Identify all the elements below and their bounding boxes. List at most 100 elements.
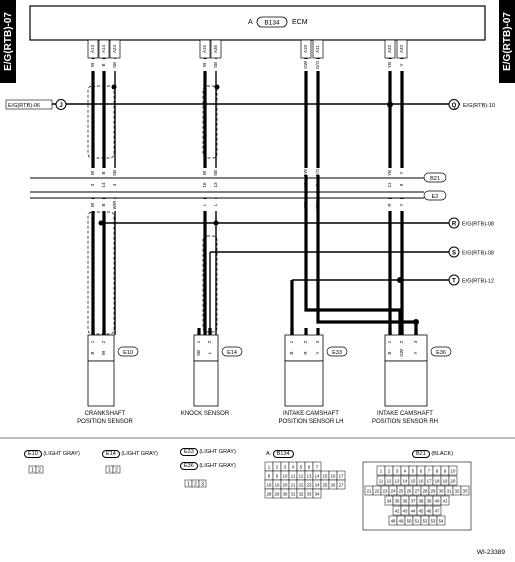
wire-color-label: GW xyxy=(303,60,308,69)
sensor-pin-number: 1 xyxy=(196,340,201,343)
sensor-body xyxy=(87,360,115,407)
ref-t-marker: T xyxy=(452,279,456,285)
wire-color-label: L xyxy=(202,203,207,206)
b134-pin-number: 24 xyxy=(315,483,320,488)
b134-pin-number: 22 xyxy=(299,483,304,488)
connector-pin-label: 3 xyxy=(90,183,95,186)
b134-pin-number: 14 xyxy=(315,474,320,479)
sensor-wire-label: L xyxy=(207,351,212,354)
sensor-pin-number: 1 xyxy=(90,340,95,343)
sensor-name-intake-rh: INTAKE CAMSHAFT POSITION SENSOR RH xyxy=(371,411,438,425)
b134-pin-number: 5 xyxy=(300,465,303,470)
b21-pin-number: 31 xyxy=(447,489,452,494)
b21-pin-number: 53 xyxy=(431,519,436,524)
b21-pin-number: 1 xyxy=(380,469,383,474)
legend-b21-conn: B21 xyxy=(412,450,430,458)
wire-color-label: L xyxy=(213,203,218,206)
legend-pin-number: 1 xyxy=(108,468,111,474)
b21-pin-number: 14 xyxy=(403,479,408,484)
b21-pin-number: 45 xyxy=(419,509,424,514)
b21-pin-number: 41 xyxy=(443,499,448,504)
b21-pin-number: 24 xyxy=(391,489,396,494)
sensor-body xyxy=(284,360,324,407)
wire-color-label: W/R xyxy=(112,200,117,209)
sensor-wire-label: W xyxy=(101,350,106,355)
b21-pin-number: 38 xyxy=(419,499,424,504)
sensor-wire-label: Y xyxy=(413,351,418,354)
legend-e33: E33 (LIGHT GRAY) xyxy=(180,448,236,456)
ecm-pin-label: A10 xyxy=(303,45,308,54)
legend-e14-conn: E14 xyxy=(102,450,120,458)
legend-e36-conn: E36 xyxy=(180,462,198,470)
wire-color-label: Y xyxy=(399,171,404,174)
legend-e10-conn: E10 xyxy=(24,450,42,458)
shield-outlines xyxy=(87,85,218,335)
ref-q-marker: Q xyxy=(452,103,457,109)
sensor-connector xyxy=(87,334,115,362)
b21-pin-number: 18 xyxy=(435,479,440,484)
wire-color-label: SB xyxy=(213,170,218,176)
sensor-pin-number: 2 xyxy=(399,340,404,343)
sensor-connector xyxy=(193,334,219,362)
sensor-name-intake-lh: INTAKE CAMSHAFT POSITION SENSOR LH xyxy=(278,411,344,425)
b134-pin-number: 11 xyxy=(291,474,296,479)
b134-pin-number: 8 xyxy=(268,474,271,479)
b21-pin-number: 48 xyxy=(391,519,396,524)
wire-color-label: W xyxy=(90,202,95,207)
b21-pin-number: 27 xyxy=(415,489,420,494)
b21-pin-number: 50 xyxy=(407,519,412,524)
ecm-prefix: A xyxy=(248,19,253,26)
b134-pin-number: 23 xyxy=(307,483,312,488)
legend-pin-number: 2 xyxy=(194,482,197,488)
b134-pin-number: 13 xyxy=(307,474,312,479)
b134-pin-number: 7 xyxy=(316,465,319,470)
ref-r-marker: R xyxy=(452,222,457,228)
ref-q-label: E/G(RTB)-10 xyxy=(463,103,495,109)
b21-pin-number: 12 xyxy=(387,479,392,484)
sensor-conn-label: E14 xyxy=(227,350,237,356)
wire-color-label: W xyxy=(90,170,95,175)
ref-r-label: E/G(RTB)-08 xyxy=(462,222,494,228)
sensor-conn-label: E33 xyxy=(332,350,342,356)
sensor-pin-number: 3 xyxy=(413,340,418,343)
b21-pin-number: 9 xyxy=(444,469,447,474)
b21-pin-number: 36 xyxy=(403,499,408,504)
sensor-pin-number: 1 xyxy=(387,340,392,343)
b21-pin-number: 22 xyxy=(375,489,380,494)
b21-pin-number: 8 xyxy=(436,469,439,474)
connector-pin-label: 4 xyxy=(112,183,117,186)
b21-pin-number: 39 xyxy=(427,499,432,504)
legend-e14: E14 (LIGHT GRAY) xyxy=(102,450,158,458)
legend-pin-number: 1 xyxy=(31,468,34,474)
wire-color-label: R xyxy=(387,203,392,207)
legend-b134-prefix: A: xyxy=(266,451,272,457)
legend-b134-conn: B134 xyxy=(272,450,294,458)
sensor-name-knock: KNOCK SENSOR xyxy=(180,411,230,417)
ref-j-marker: J xyxy=(59,103,62,109)
wire-color-label: Y xyxy=(399,63,404,66)
b21-pin-number: 37 xyxy=(411,499,416,504)
connector-pin-label: 11 xyxy=(387,182,392,187)
b21-pin-number: 28 xyxy=(423,489,428,494)
sensor-conn-oval xyxy=(221,346,243,357)
b21-pin-number: 5 xyxy=(412,469,415,474)
sensor-pin-number: 2 xyxy=(303,340,308,343)
sensor-wire-label: B xyxy=(289,351,294,354)
b21-pin-cell xyxy=(436,515,446,526)
b134-pin-number: 28 xyxy=(267,492,272,497)
b21-pin-number: 30 xyxy=(439,489,444,494)
b21-pin-number: 29 xyxy=(431,489,436,494)
b21-pin-number: 34 xyxy=(387,499,392,504)
legend-e36: E36 (LIGHT GRAY) xyxy=(180,462,236,470)
b21-pin-cell xyxy=(448,475,458,486)
junction-connector-b21-e2: B21 E2 xyxy=(30,172,447,201)
b21-pin-number: 21 xyxy=(367,489,372,494)
sensor-conn-oval xyxy=(430,346,452,357)
sensor-wire-label: SB xyxy=(196,350,201,356)
b21-pin-number: 25 xyxy=(399,489,404,494)
b134-pin-number: 3 xyxy=(284,465,287,470)
legend-pin-number: 1 xyxy=(187,482,190,488)
sensor-pin-number: 3 xyxy=(315,340,320,343)
